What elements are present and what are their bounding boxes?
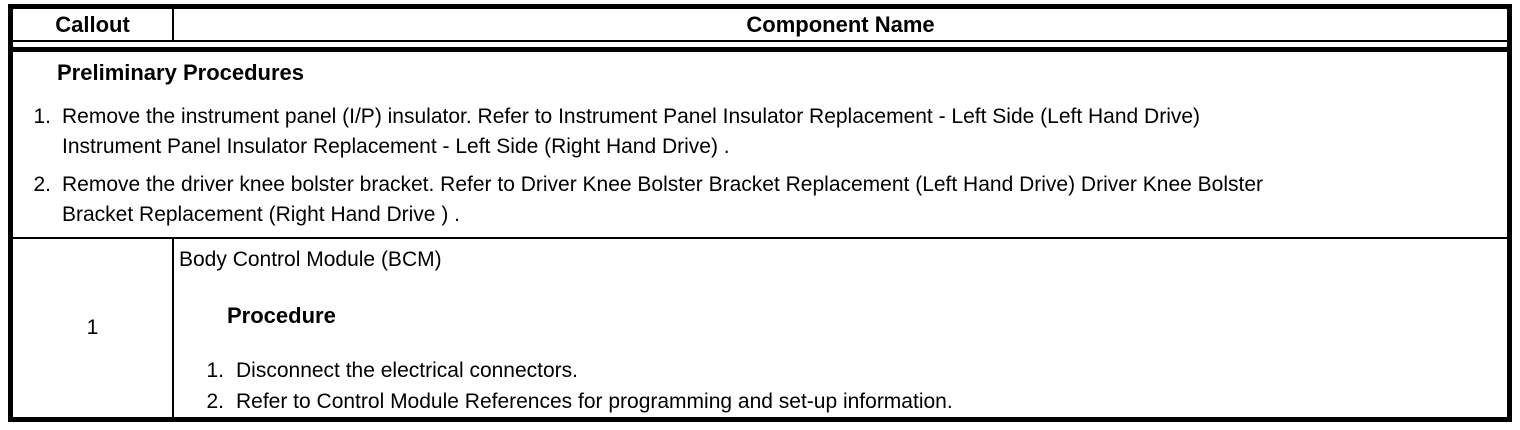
procedure-steps-list: 1. Disconnect the electrical connectors.… bbox=[179, 355, 1497, 417]
step-text: Remove the driver knee bolster bracket. … bbox=[62, 173, 1263, 226]
header-body-gap bbox=[13, 42, 1507, 47]
procedure-step-2: 2. Refer to Control Module References fo… bbox=[179, 386, 1497, 417]
table-row: 1 Body Control Module (BCM) Procedure 1.… bbox=[13, 239, 1507, 417]
step-number: 1. bbox=[33, 105, 51, 128]
step-number: 2. bbox=[33, 173, 51, 196]
component-table: Callout Component Name Preliminary Proce… bbox=[8, 4, 1512, 422]
preliminary-step-1: 1. Remove the instrument panel (I/P) ins… bbox=[13, 102, 1507, 162]
step-text: Disconnect the electrical connectors. bbox=[236, 359, 578, 382]
callout-cell: 1 bbox=[13, 239, 174, 417]
table-header-row: Callout Component Name bbox=[13, 9, 1507, 42]
component-name-column-header: Component Name bbox=[746, 11, 935, 37]
component-name: Body Control Module (BCM) bbox=[179, 248, 442, 271]
procedure-title: Procedure bbox=[227, 303, 336, 328]
preliminary-steps-list: 1. Remove the instrument panel (I/P) ins… bbox=[13, 102, 1507, 230]
preliminary-step-2: 2. Remove the driver knee bolster bracke… bbox=[13, 170, 1507, 230]
procedure-step-1: 1. Disconnect the electrical connectors. bbox=[179, 355, 1497, 386]
component-cell: Body Control Module (BCM) Procedure 1. D… bbox=[174, 239, 1507, 417]
preliminary-procedures-title: Preliminary Procedures bbox=[57, 60, 305, 85]
preliminary-procedures-section: Preliminary Procedures 1. Remove the ins… bbox=[13, 52, 1507, 239]
callout-column-header: Callout bbox=[13, 9, 174, 40]
step-text: Remove the instrument panel (I/P) insula… bbox=[62, 105, 1201, 158]
step-text: Refer to Control Module References for p… bbox=[236, 390, 953, 413]
header-body-separator bbox=[13, 47, 1507, 52]
step-number: 2. bbox=[206, 390, 224, 413]
step-number: 1. bbox=[206, 359, 224, 382]
